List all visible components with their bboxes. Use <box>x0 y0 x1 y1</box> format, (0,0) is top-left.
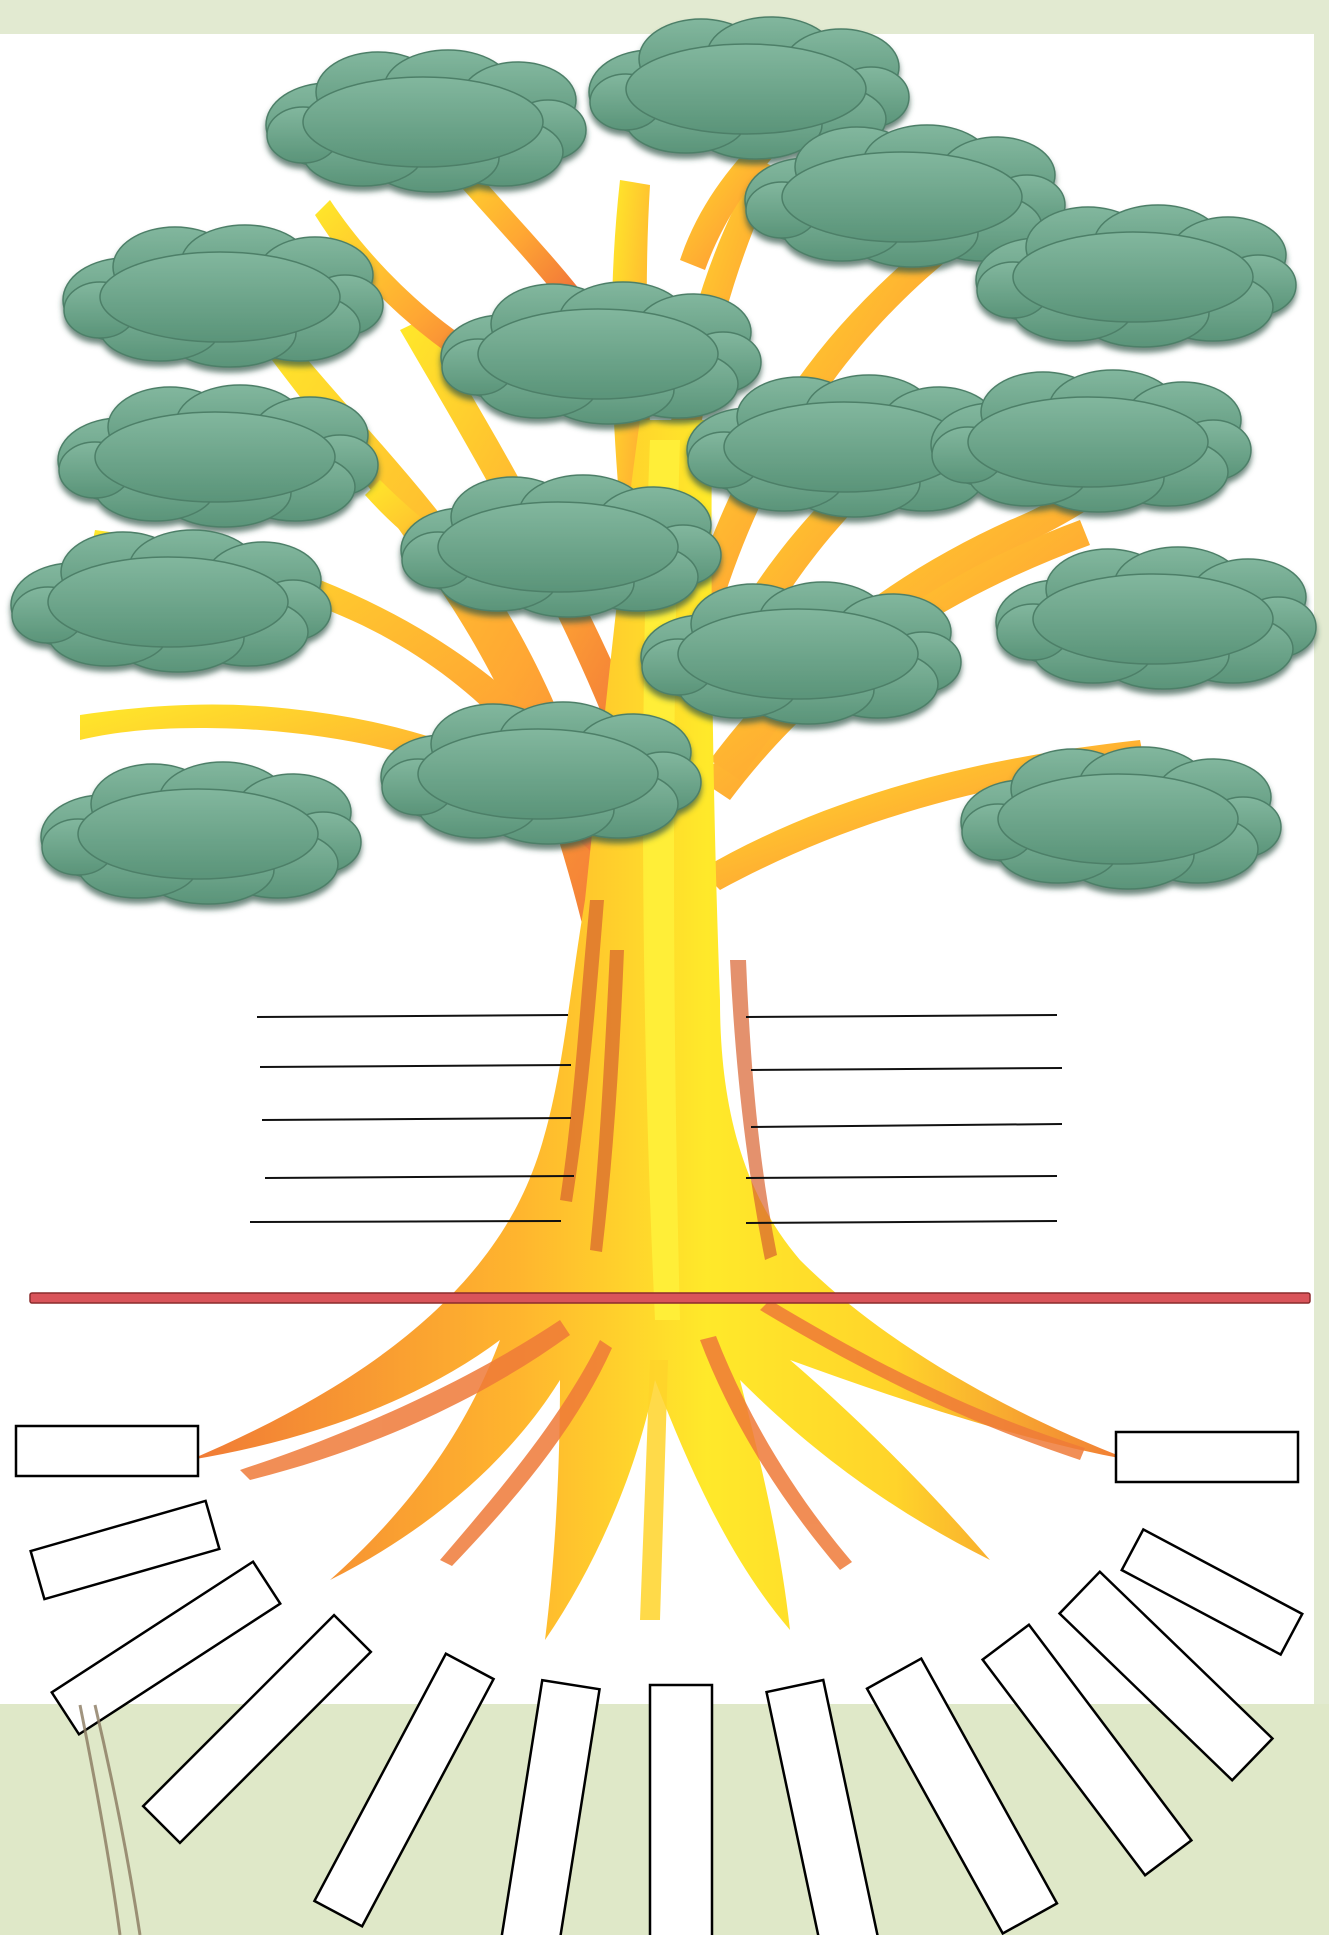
writing-line <box>751 1124 1062 1127</box>
leaf-cloud <box>401 475 721 617</box>
writing-line <box>746 1176 1057 1178</box>
writing-line <box>260 1065 571 1067</box>
leaf-cloud <box>266 50 586 192</box>
leaf-cloud <box>381 702 701 844</box>
root-name-box[interactable] <box>498 1680 599 1935</box>
leaf-cloud <box>931 370 1251 512</box>
root-name-box[interactable] <box>1116 1432 1298 1482</box>
leaf-cloud <box>63 225 383 367</box>
writing-line <box>746 1015 1057 1017</box>
writing-line <box>250 1221 561 1222</box>
leaf-cloud <box>996 547 1316 689</box>
leaf-cloud <box>441 282 761 424</box>
writing-line <box>746 1221 1057 1223</box>
root-name-box[interactable] <box>314 1654 493 1927</box>
writing-line <box>262 1118 571 1120</box>
root-name-box[interactable] <box>16 1426 198 1476</box>
leaf-cloud <box>58 385 378 527</box>
leaf-cloud <box>41 762 361 904</box>
ground-line <box>30 1293 1310 1303</box>
root-name-box[interactable] <box>650 1685 712 1935</box>
writing-line <box>265 1176 574 1178</box>
writing-line <box>751 1068 1062 1070</box>
root-name-box[interactable] <box>31 1501 220 1599</box>
decorative-curves <box>80 1705 140 1935</box>
root-name-box[interactable] <box>767 1680 882 1935</box>
leaf-cloud <box>11 530 331 672</box>
writing-line <box>257 1015 568 1017</box>
